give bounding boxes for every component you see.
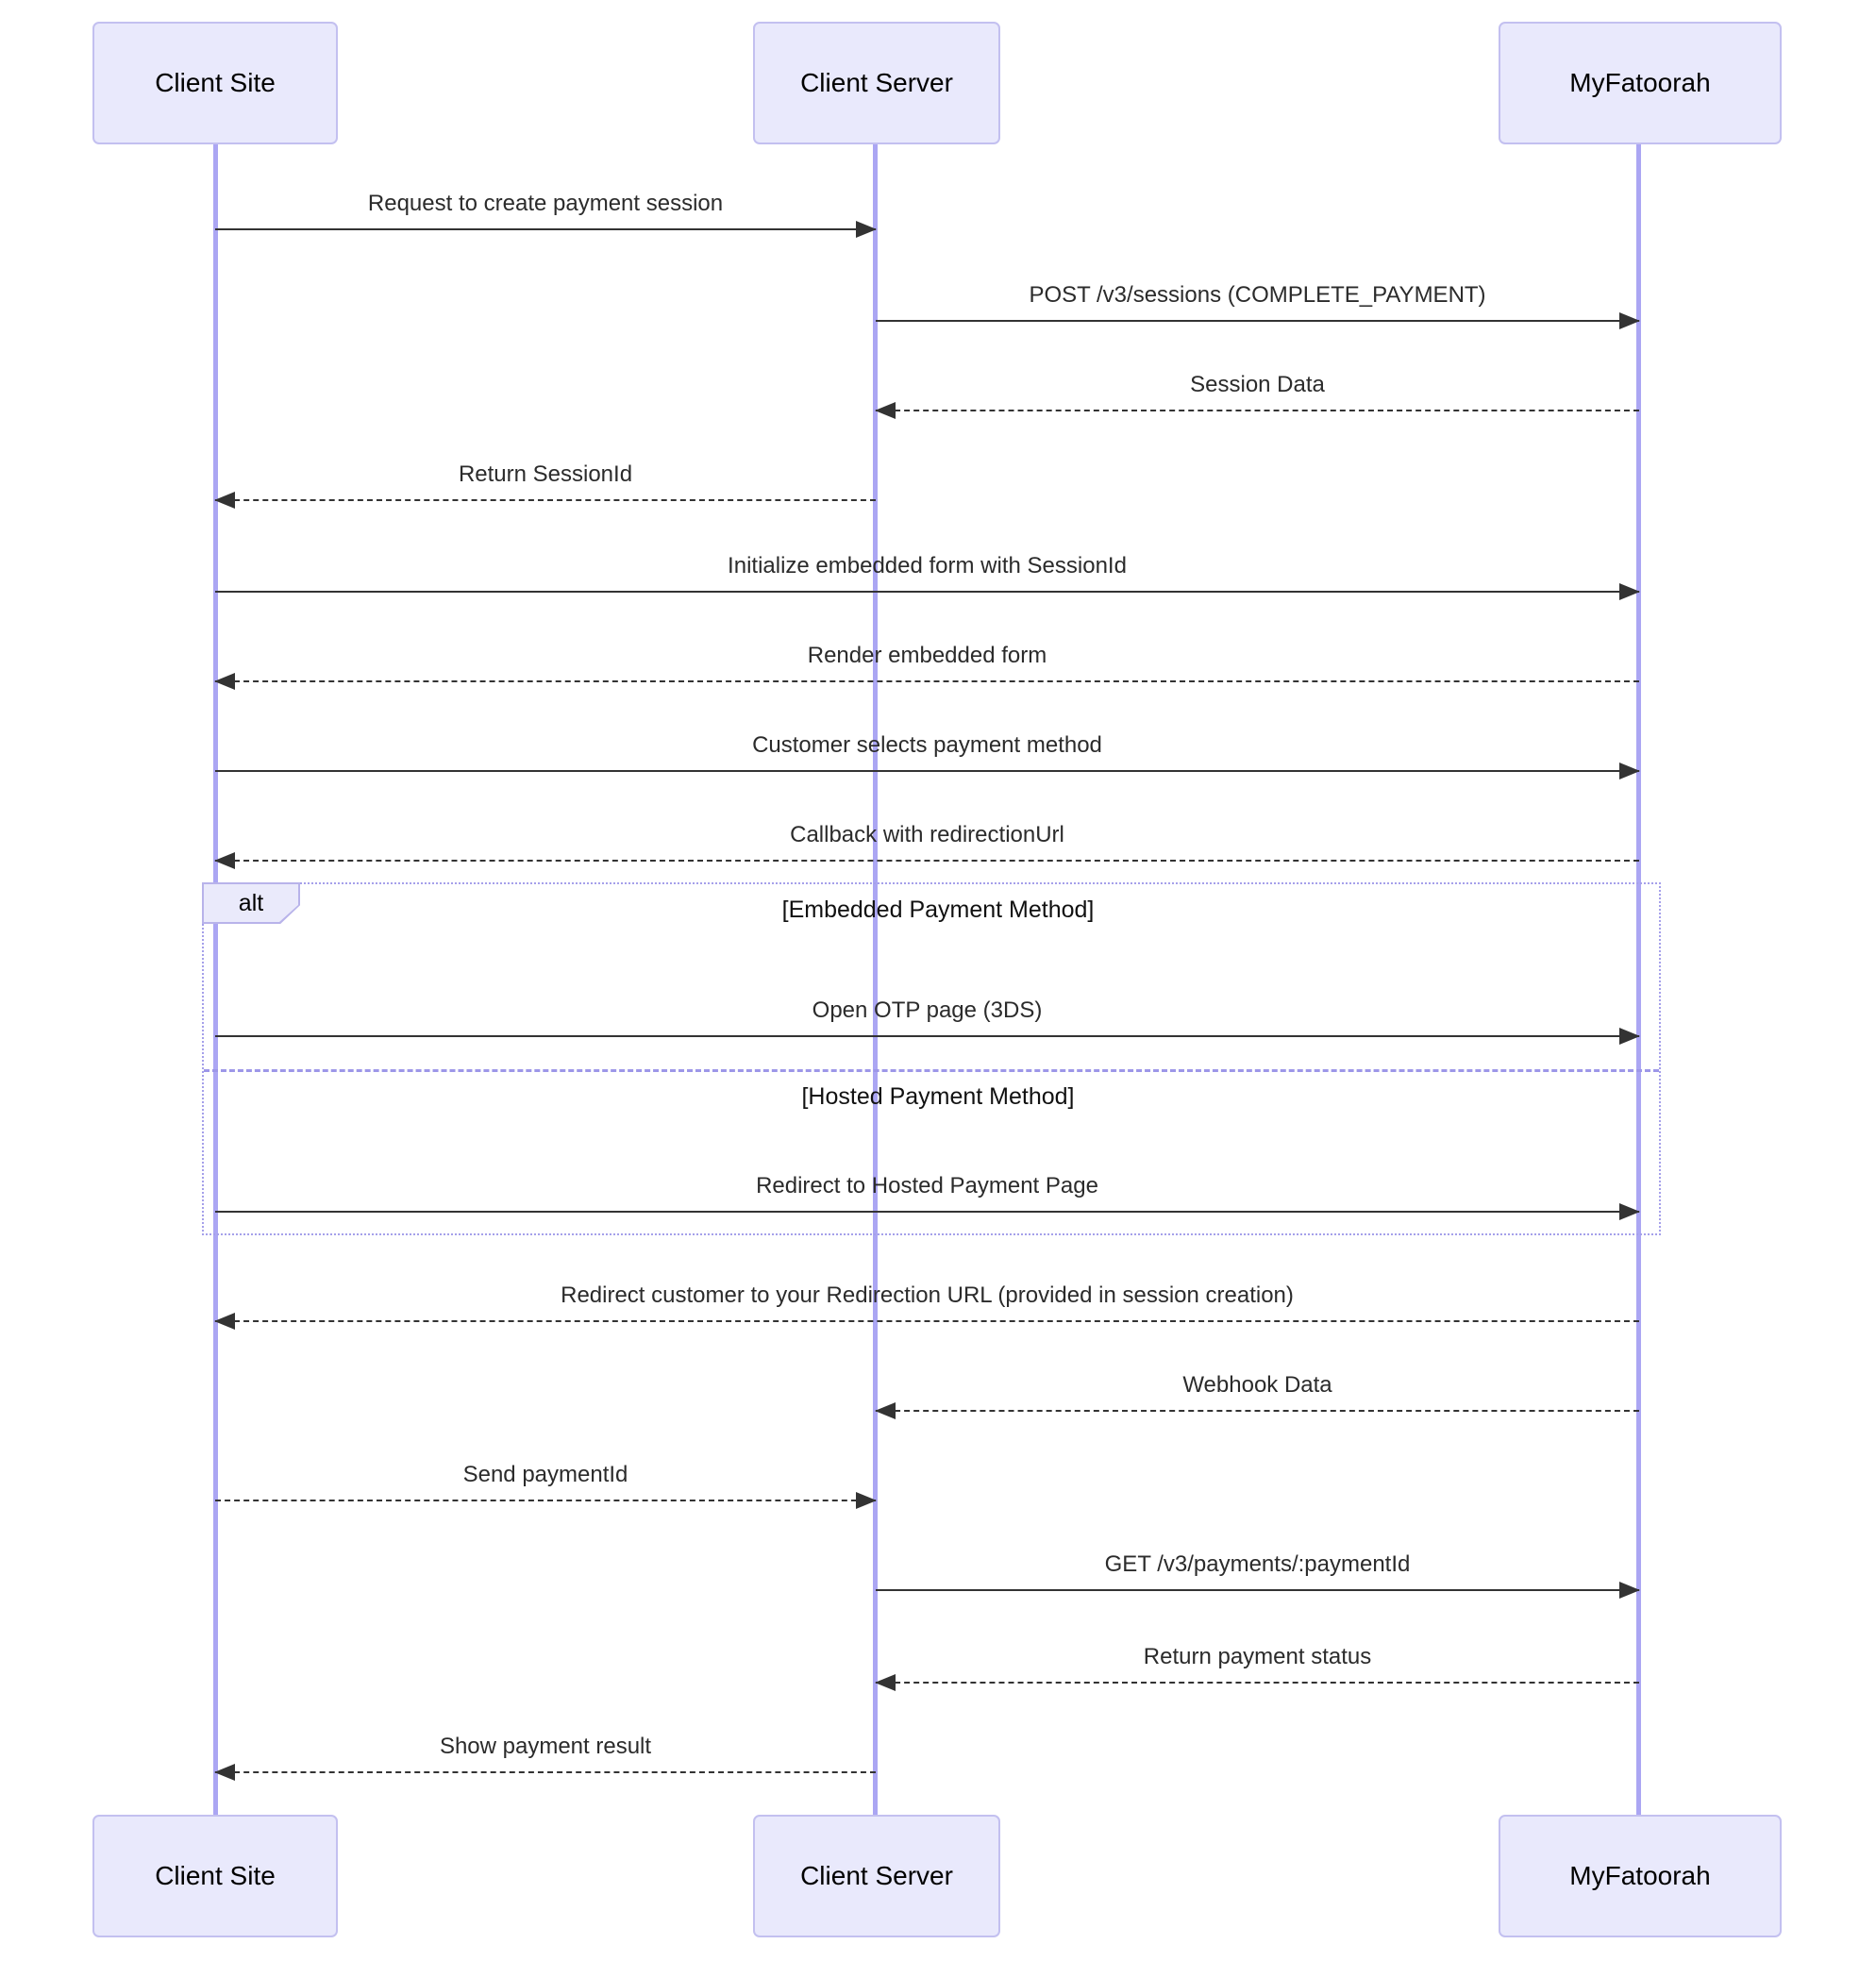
message-label: POST /v3/sessions (COMPLETE_PAYMENT)	[1029, 282, 1486, 308]
message-open-otp-page: Open OTP page (3DS)	[215, 992, 1640, 1045]
message-label: Initialize embedded form with SessionId	[728, 553, 1127, 578]
message-show-payment-result: Show payment result	[214, 1728, 876, 1781]
message-return-payment-status: Return payment status	[875, 1638, 1639, 1691]
actor-bottom-client-site: Client Site	[92, 1815, 338, 1937]
arrowhead-right-icon	[856, 221, 877, 238]
message-label: Webhook Data	[1182, 1372, 1332, 1398]
actor-bottom-client-server: Client Server	[753, 1815, 1000, 1937]
message-label: Session Data	[1190, 372, 1325, 397]
message-label: Render embedded form	[807, 643, 1047, 668]
message-label: Send paymentId	[462, 1462, 628, 1487]
message-label: Return payment status	[1143, 1644, 1372, 1669]
message-arrow	[215, 1500, 876, 1501]
alt-label: alt	[204, 884, 298, 922]
message-label: GET /v3/payments/:paymentId	[1104, 1551, 1411, 1577]
message-session-data: Session Data	[875, 366, 1639, 419]
alt-label-tab: alt	[202, 882, 300, 924]
message-arrow	[215, 680, 1639, 682]
arrowhead-right-icon	[1619, 1203, 1640, 1220]
message-label: Redirect to Hosted Payment Page	[756, 1173, 1098, 1198]
alt-fragment: alt	[202, 882, 1661, 1235]
message-arrow	[215, 1771, 876, 1773]
arrowhead-right-icon	[1619, 312, 1640, 329]
alt-section-embedded: [Embedded Payment Method]	[781, 896, 1095, 923]
message-label: Redirect customer to your Redirection UR…	[561, 1282, 1294, 1308]
message-redirect-customer-redirection-url: Redirect customer to your Redirection UR…	[214, 1277, 1639, 1330]
message-label: Callback with redirectionUrl	[790, 822, 1064, 847]
message-arrow	[215, 228, 876, 230]
message-callback-redirectionurl: Callback with redirectionUrl	[214, 816, 1639, 869]
message-arrow	[876, 320, 1639, 322]
message-arrow	[215, 770, 1639, 772]
message-return-sessionid: Return SessionId	[214, 456, 876, 509]
message-request-create-payment-session: Request to create payment session	[215, 185, 877, 238]
arrowhead-left-icon	[214, 492, 235, 509]
message-customer-selects-payment-method: Customer selects payment method	[215, 727, 1640, 779]
message-arrow	[215, 1035, 1639, 1037]
arrowhead-right-icon	[856, 1492, 877, 1509]
message-arrow	[876, 1682, 1639, 1684]
arrowhead-left-icon	[875, 1402, 896, 1419]
message-arrow	[876, 410, 1639, 411]
lifeline-client-server	[873, 144, 878, 1815]
message-arrow	[215, 591, 1639, 593]
arrowhead-left-icon	[214, 1764, 235, 1781]
alt-divider	[204, 1069, 1659, 1072]
lifeline-client-site	[213, 144, 218, 1815]
message-webhook-data: Webhook Data	[875, 1366, 1639, 1419]
arrowhead-left-icon	[214, 1313, 235, 1330]
message-send-paymentid: Send paymentId	[215, 1456, 877, 1509]
message-initialize-embedded-form: Initialize embedded form with SessionId	[215, 547, 1640, 600]
message-arrow	[215, 860, 1639, 862]
message-label: Show payment result	[439, 1734, 652, 1759]
alt-section-hosted: [Hosted Payment Method]	[801, 1082, 1075, 1110]
actor-bottom-myfatoorah: MyFatoorah	[1499, 1815, 1782, 1937]
actor-top-myfatoorah: MyFatoorah	[1499, 22, 1782, 144]
message-get-v3-payments: GET /v3/payments/:paymentId	[876, 1546, 1640, 1599]
message-post-v3-sessions: POST /v3/sessions (COMPLETE_PAYMENT)	[876, 277, 1640, 329]
message-arrow	[215, 1320, 1639, 1322]
message-arrow	[876, 1589, 1639, 1591]
arrowhead-right-icon	[1619, 1582, 1640, 1599]
actor-top-client-server: Client Server	[753, 22, 1000, 144]
message-label: Request to create payment session	[367, 191, 724, 216]
message-redirect-hosted-payment-page: Redirect to Hosted Payment Page	[215, 1167, 1640, 1220]
arrowhead-left-icon	[214, 673, 235, 690]
arrowhead-left-icon	[875, 402, 896, 419]
lifeline-myfatoorah	[1636, 144, 1641, 1815]
message-label: Return SessionId	[458, 461, 633, 487]
message-arrow	[215, 1211, 1639, 1213]
arrowhead-right-icon	[1619, 583, 1640, 600]
actor-top-client-site: Client Site	[92, 22, 338, 144]
arrowhead-right-icon	[1619, 763, 1640, 779]
message-label: Open OTP page (3DS)	[812, 997, 1043, 1023]
message-arrow	[215, 499, 876, 501]
arrowhead-left-icon	[875, 1674, 896, 1691]
arrowhead-right-icon	[1619, 1028, 1640, 1045]
message-arrow	[876, 1410, 1639, 1412]
message-render-embedded-form: Render embedded form	[214, 637, 1639, 690]
arrowhead-left-icon	[214, 852, 235, 869]
message-label: Customer selects payment method	[752, 732, 1102, 758]
